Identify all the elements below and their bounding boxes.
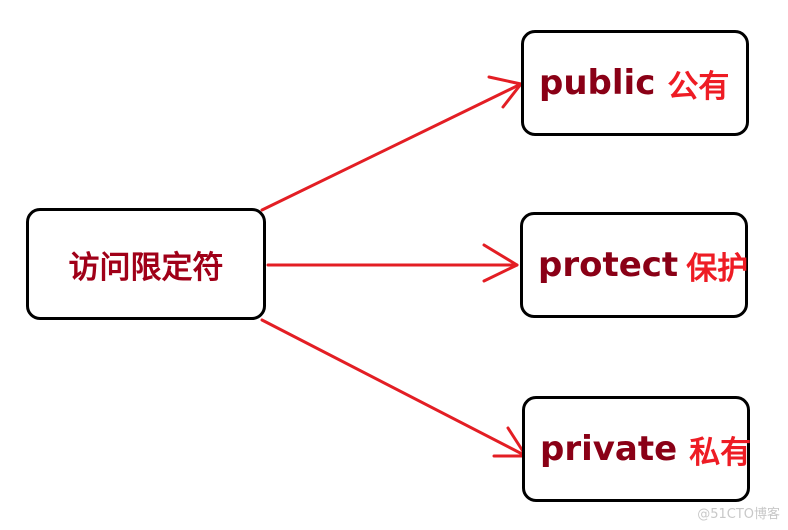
arrow-to-protect bbox=[266, 243, 519, 283]
watermark: @51CTO博客 bbox=[697, 507, 780, 522]
access-specifier-label: 访问限定符 bbox=[68, 249, 224, 286]
protect-meaning: 保护 bbox=[686, 250, 749, 287]
public-box: public 公有 bbox=[521, 30, 749, 136]
private-box: private 私有 bbox=[522, 396, 752, 502]
arrow-to-private bbox=[260, 318, 528, 458]
arrow-to-public bbox=[260, 75, 523, 212]
protect-keyword: protect bbox=[538, 245, 679, 285]
protect-box: protect 保护 bbox=[520, 212, 748, 318]
private-meaning: 私有 bbox=[689, 434, 752, 471]
public-keyword: public bbox=[539, 63, 656, 103]
access-specifier-box: 访问限定符 bbox=[26, 208, 266, 320]
public-meaning: 公有 bbox=[667, 68, 730, 105]
private-keyword: private bbox=[540, 429, 678, 469]
